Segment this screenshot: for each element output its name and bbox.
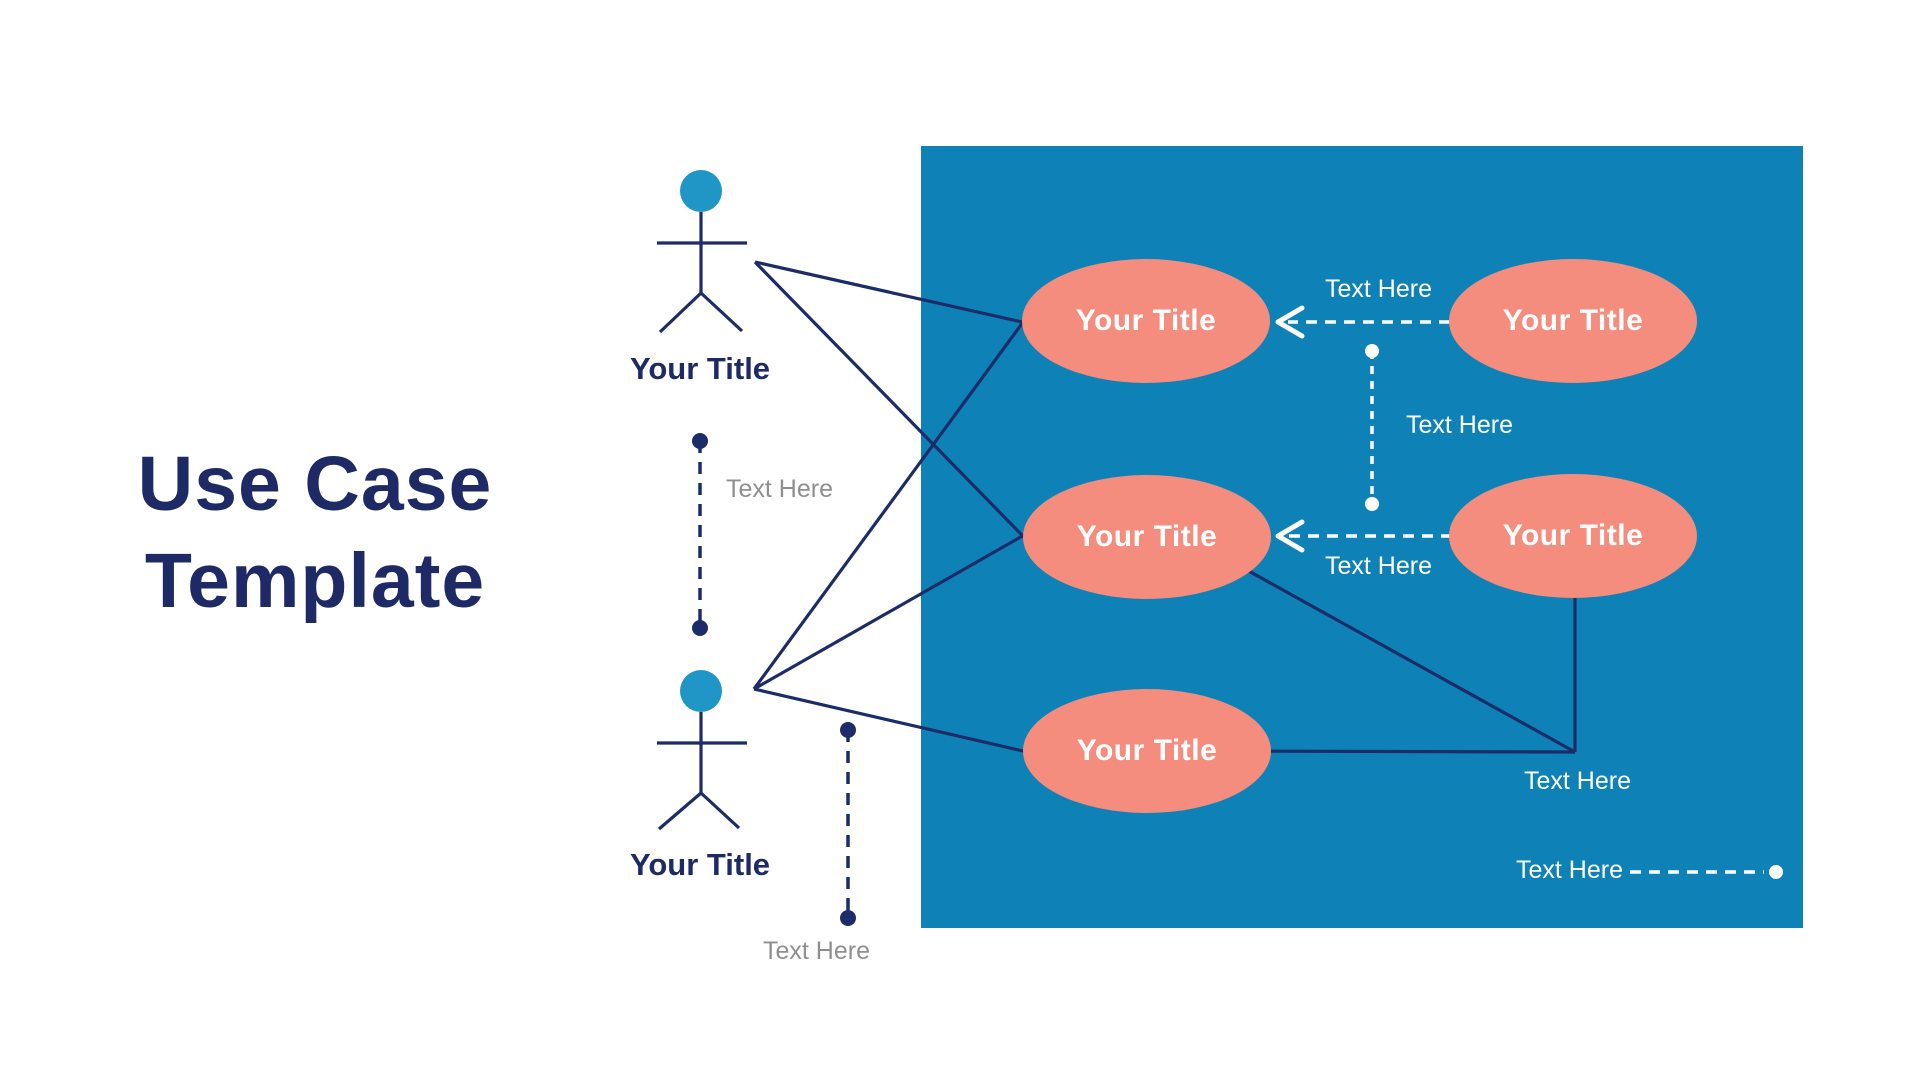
line-actor2-usecase1 xyxy=(752,298,1042,690)
top-arrow-label: Text Here xyxy=(1325,275,1432,303)
dashed-vertical-link xyxy=(1365,344,1379,511)
actors-dashed-connector2 xyxy=(840,722,856,926)
actor1-stick-figure-icon xyxy=(657,170,747,334)
actor-connector2-label: Text Here xyxy=(763,937,870,965)
line-actor2-usecase5 xyxy=(753,687,1076,765)
actor1-title: Your Title xyxy=(629,351,771,386)
actor2-title: Your Title xyxy=(629,847,771,882)
actor1-head xyxy=(680,170,722,212)
arrowhead-left-icon xyxy=(1275,305,1305,339)
legend-dashed-line xyxy=(1630,865,1783,879)
page-title-line2: Template xyxy=(144,538,486,624)
junction-label: Text Here xyxy=(1524,767,1631,795)
actor2-head xyxy=(680,670,722,712)
use-case-5-label: Your Title xyxy=(1076,734,1218,767)
page-title: Use Case Template xyxy=(95,436,535,630)
use-case-3-label: Your Title xyxy=(1076,520,1218,553)
line-usecase3-junction xyxy=(1199,542,1576,754)
use-case-2-label: Your Title xyxy=(1502,304,1644,337)
use-case-1: Your Title xyxy=(1022,259,1270,383)
use-case-4-label: Your Title xyxy=(1502,519,1644,552)
use-case-4: Your Title xyxy=(1449,474,1697,598)
use-case-5: Your Title xyxy=(1023,689,1271,813)
use-case-1-label: Your Title xyxy=(1075,304,1217,337)
use-case-2: Your Title xyxy=(1449,259,1697,383)
vertical-link-label: Text Here xyxy=(1406,411,1513,439)
line-actor1-usecase3 xyxy=(753,260,1062,576)
line-actor2-usecase3 xyxy=(753,504,1076,691)
actor-connector1-label: Text Here xyxy=(726,475,833,503)
actors-dashed-connector1 xyxy=(692,433,708,636)
page-title-line1: Use Case xyxy=(137,441,493,527)
dashed-arrow-top xyxy=(1275,305,1450,339)
actor2-stick-figure-icon xyxy=(657,670,747,831)
middle-arrow-label: Text Here xyxy=(1325,552,1432,580)
dashed-arrow-middle xyxy=(1275,519,1452,553)
arrowhead-left-icon xyxy=(1275,519,1305,553)
use-case-3: Your Title xyxy=(1023,475,1271,599)
legend-label: Text Here xyxy=(1516,856,1623,884)
